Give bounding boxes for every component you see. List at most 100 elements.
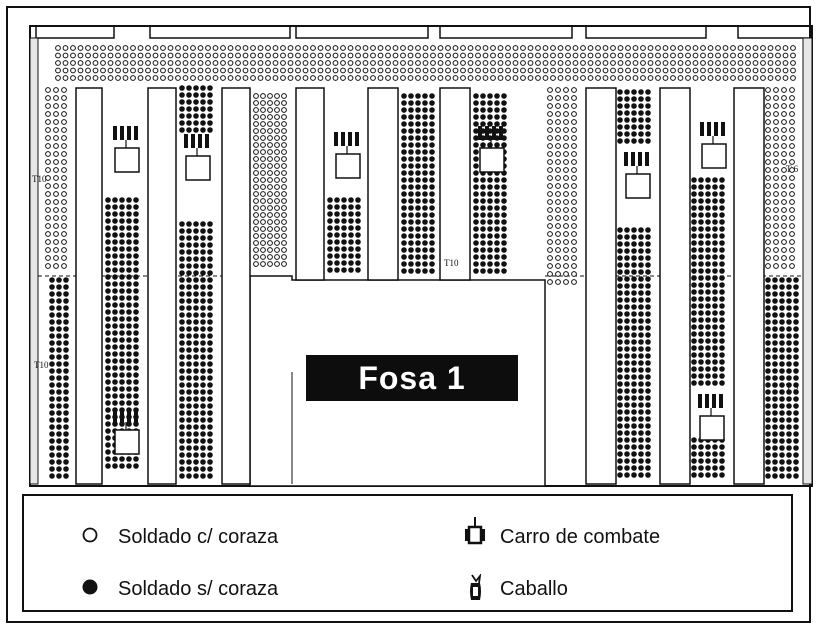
- soldier-unarmored: [617, 423, 623, 429]
- soldier-armored: [555, 255, 561, 261]
- soldier-armored: [167, 60, 174, 66]
- soldier-unarmored: [719, 359, 725, 365]
- soldier-armored: [260, 184, 266, 190]
- soldier-unarmored: [487, 191, 493, 197]
- soldier-armored: [53, 255, 59, 261]
- soldier-unarmored: [473, 170, 479, 176]
- soldier-unarmored: [473, 149, 479, 155]
- soldier-armored: [130, 60, 136, 66]
- soldier-armored: [227, 67, 234, 74]
- soldier-armored: [260, 198, 266, 204]
- soldier-armored: [274, 226, 280, 232]
- soldier-armored: [77, 75, 84, 81]
- chariot: [479, 147, 505, 173]
- horse: [624, 152, 628, 166]
- soldier-armored: [571, 231, 577, 237]
- soldier-armored: [332, 45, 339, 51]
- soldier-unarmored: [786, 410, 792, 416]
- soldier-armored: [197, 60, 204, 66]
- soldier-armored: [61, 247, 67, 253]
- soldier-unarmored: [112, 295, 118, 301]
- soldier-unarmored: [691, 472, 697, 478]
- soldier-unarmored: [401, 254, 407, 260]
- soldier-armored: [555, 207, 561, 213]
- soldier-unarmored: [698, 289, 704, 295]
- soldier-armored: [332, 52, 339, 59]
- soldier-unarmored: [133, 239, 139, 245]
- soldier-unarmored: [119, 309, 125, 315]
- soldier-unarmored: [429, 226, 435, 232]
- soldier-unarmored: [712, 465, 718, 471]
- soldier-armored: [452, 60, 459, 66]
- horse: [348, 132, 352, 146]
- soldier-unarmored: [691, 444, 697, 450]
- soldier-unarmored: [105, 323, 111, 329]
- soldier-unarmored: [207, 92, 213, 98]
- soldier-unarmored: [793, 389, 799, 395]
- horse: [127, 408, 131, 422]
- soldier-armored: [557, 75, 564, 81]
- soldier-unarmored: [786, 326, 792, 332]
- soldier-armored: [260, 128, 266, 134]
- soldier-unarmored: [207, 445, 213, 451]
- soldier-unarmored: [56, 396, 62, 402]
- soldier-armored: [385, 67, 391, 74]
- soldier-unarmored: [49, 298, 55, 304]
- soldier-armored: [647, 67, 654, 74]
- soldier-armored: [274, 121, 280, 127]
- soldier-unarmored: [186, 403, 192, 409]
- soldier-armored: [781, 127, 787, 133]
- soldier-armored: [571, 223, 577, 229]
- soldier-unarmored: [645, 430, 651, 436]
- soldier-armored: [781, 159, 787, 165]
- soldier-unarmored: [624, 89, 630, 95]
- soldier-unarmored: [119, 463, 125, 469]
- soldier-unarmored: [133, 393, 139, 399]
- soldier-unarmored: [63, 333, 69, 339]
- soldier-unarmored: [705, 268, 711, 274]
- soldier-armored: [700, 45, 706, 51]
- soldier-unarmored: [126, 225, 132, 231]
- soldier-armored: [790, 45, 796, 51]
- soldier-unarmored: [126, 463, 132, 469]
- soldier-unarmored: [698, 226, 704, 232]
- soldier-unarmored: [719, 289, 725, 295]
- soldier-armored: [107, 45, 114, 51]
- soldier-unarmored: [501, 142, 507, 148]
- soldier-unarmored: [200, 319, 206, 325]
- soldier-unarmored: [645, 332, 651, 338]
- soldier-unarmored: [179, 424, 185, 430]
- soldier-unarmored: [348, 246, 354, 252]
- soldier-unarmored: [133, 295, 139, 301]
- soldier-armored: [555, 103, 561, 109]
- soldier-unarmored: [617, 290, 623, 296]
- soldier-armored: [547, 223, 553, 229]
- soldier-unarmored: [624, 96, 630, 102]
- soldier-armored: [362, 75, 369, 81]
- soldier-unarmored: [63, 319, 69, 325]
- soldier-armored: [53, 111, 59, 117]
- soldier-armored: [400, 52, 406, 59]
- soldier-armored: [571, 119, 577, 125]
- soldier-unarmored: [719, 198, 725, 204]
- soldier-unarmored: [408, 254, 414, 260]
- soldier-unarmored: [494, 233, 500, 239]
- soldier-armored: [377, 52, 384, 59]
- soldier-unarmored: [401, 114, 407, 120]
- soldier-unarmored: [408, 156, 414, 162]
- soldier-unarmored: [617, 451, 623, 457]
- soldier-unarmored: [765, 326, 771, 332]
- soldier-unarmored: [186, 459, 192, 465]
- soldier-unarmored: [200, 249, 206, 255]
- soldier-unarmored: [193, 270, 199, 276]
- soldier-unarmored: [645, 416, 651, 422]
- soldier-unarmored: [429, 107, 435, 113]
- soldier-unarmored: [712, 338, 718, 344]
- soldier-armored: [563, 223, 569, 229]
- soldier-armored: [53, 207, 59, 213]
- soldier-armored: [555, 167, 561, 173]
- soldier-armored: [45, 119, 51, 125]
- soldier-unarmored: [624, 117, 630, 123]
- soldier-unarmored: [415, 170, 421, 176]
- soldier-armored: [767, 67, 774, 74]
